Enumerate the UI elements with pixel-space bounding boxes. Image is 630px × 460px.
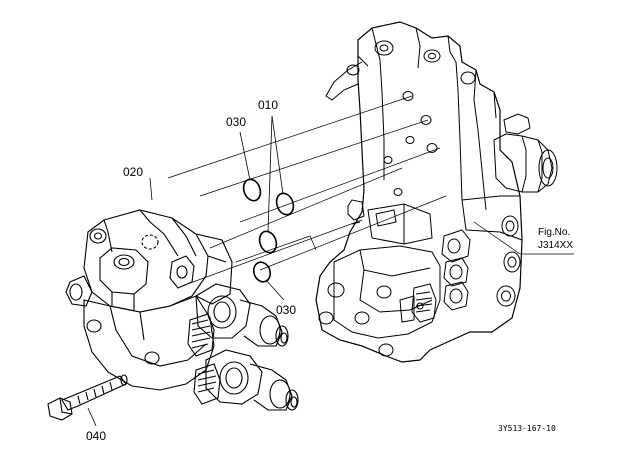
- solenoid-lower: [193, 349, 299, 411]
- callout-leaders: [87, 115, 285, 427]
- solenoid-upper: [187, 283, 289, 357]
- figure-ref-line1: Fig.No.: [538, 227, 571, 238]
- o-ring-010-upper: [275, 192, 295, 216]
- callout-040: 040: [86, 429, 107, 443]
- o-ring-030-lower: [252, 261, 272, 283]
- o-rings: [242, 178, 295, 283]
- o-ring-030-upper: [242, 178, 262, 202]
- callout-020: 020: [123, 165, 144, 179]
- figure-reference: Fig.No. J314XX: [538, 227, 573, 252]
- callout-030-lower: 030: [276, 303, 297, 317]
- transmission-housing: [315, 21, 558, 363]
- figure-ref-line2: J314XX: [538, 239, 574, 251]
- callout-030-upper: 030: [226, 115, 247, 129]
- alignment-lines: [167, 95, 574, 287]
- callout-010: 010: [258, 98, 279, 112]
- bolt-040: [47, 374, 128, 421]
- drawing-number: 3Y513-167-10: [498, 424, 556, 433]
- control-valve-assembly: [65, 209, 233, 391]
- o-ring-010-lower: [258, 230, 278, 254]
